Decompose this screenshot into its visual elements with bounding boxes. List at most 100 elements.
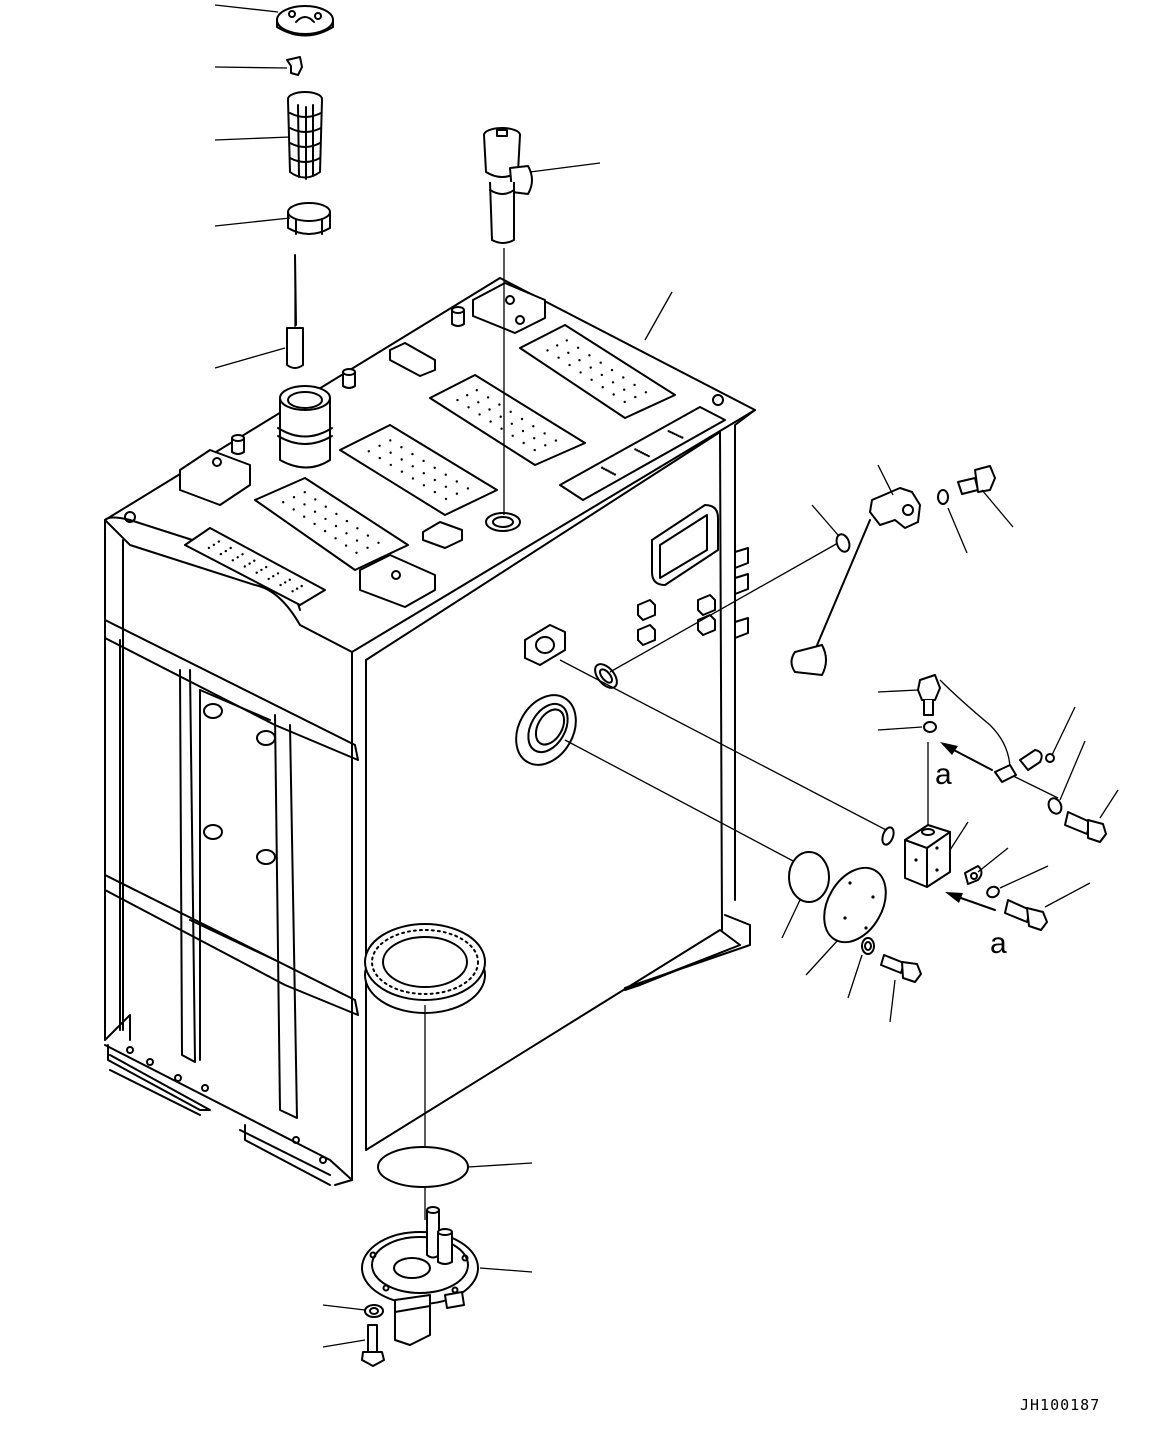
callout-leader-line xyxy=(214,217,291,227)
perforation-dot xyxy=(303,491,306,494)
perforation-dot xyxy=(509,410,512,413)
perforation-dot xyxy=(546,349,549,352)
perforation-dot xyxy=(292,496,296,499)
perforation-dot xyxy=(282,501,285,504)
side-oring-large xyxy=(788,851,830,903)
temperature-sensor xyxy=(917,674,1011,776)
callout-leader-line xyxy=(977,847,1009,873)
perforation-dot xyxy=(532,425,535,428)
perforation-dot xyxy=(488,408,491,411)
perforation-dot xyxy=(511,434,514,437)
cover-washer xyxy=(861,937,875,955)
perforation-dot xyxy=(366,546,369,549)
callout-leader-line xyxy=(781,899,801,939)
suction-flange-assembly xyxy=(361,1206,479,1346)
perforation-dot xyxy=(314,498,317,501)
bolt-lower-right xyxy=(1004,899,1048,931)
perforation-dot xyxy=(291,590,294,593)
perforation-dot xyxy=(433,490,437,494)
perforation-dot xyxy=(231,559,234,562)
perforation-dot xyxy=(669,430,672,434)
perforation-dot xyxy=(389,439,392,442)
perforation-dot xyxy=(639,451,643,454)
perforation-dot xyxy=(455,492,459,495)
perforation-dot xyxy=(641,452,645,455)
cap-clip xyxy=(286,56,303,76)
perforation-dot xyxy=(324,505,327,508)
callout-leader-line xyxy=(889,979,896,1023)
perforation-dot xyxy=(611,381,615,384)
perforation-dot xyxy=(335,512,338,516)
perforation-dot xyxy=(498,403,501,406)
perforation-dot xyxy=(378,456,381,460)
perforation-dot xyxy=(334,537,337,540)
perforation-dot xyxy=(611,472,615,475)
perforation-dot xyxy=(272,575,275,578)
callout-leader-line xyxy=(877,689,919,693)
perforation-dot xyxy=(543,432,546,435)
perforation-dot xyxy=(633,383,636,387)
perforation-dot xyxy=(236,556,239,559)
bolt-upper-right xyxy=(1064,811,1107,843)
oring-small-side xyxy=(881,826,895,846)
perforation-dot xyxy=(265,565,268,569)
perforation-dot xyxy=(345,532,348,535)
perforation-dot xyxy=(467,406,470,409)
perforation-dot xyxy=(224,549,227,553)
arrow-a-upper xyxy=(940,742,993,771)
perforation-dot xyxy=(378,444,381,447)
perforation-dot xyxy=(600,466,604,469)
perforation-dot xyxy=(284,581,287,584)
side-gasket-small xyxy=(594,663,618,689)
callout-leader-line xyxy=(877,464,894,496)
perforation-dot xyxy=(522,441,525,445)
ground-terminal xyxy=(964,865,983,885)
perforation-dot xyxy=(602,467,606,470)
perforation-dot xyxy=(554,439,558,442)
perforation-dot xyxy=(411,477,415,480)
perforation-dot xyxy=(255,571,258,574)
perforation-dot xyxy=(212,543,216,546)
perforation-dot xyxy=(267,577,270,581)
perforation-dot xyxy=(568,363,571,367)
perforation-dot xyxy=(323,529,327,533)
perforation-dot xyxy=(243,565,246,568)
perforation-dot xyxy=(499,415,502,418)
perforation-dot xyxy=(647,454,650,458)
perforation-dot xyxy=(253,559,256,562)
perforation-dot xyxy=(400,446,403,449)
perforation-dot xyxy=(644,391,648,394)
perforation-dot xyxy=(533,437,536,440)
callout-leaders xyxy=(214,4,1119,1348)
perforation-dot xyxy=(466,487,470,490)
callout-leader-line xyxy=(947,507,968,554)
flange-bolt xyxy=(361,1324,385,1367)
perforation-dot xyxy=(634,448,637,451)
perforation-dot xyxy=(377,541,380,544)
strainer-ring xyxy=(287,202,331,235)
perforation-dot xyxy=(486,396,490,399)
perforation-dot xyxy=(303,515,306,518)
perforation-dot xyxy=(576,346,580,349)
perforation-dot xyxy=(606,469,609,472)
perforation-dot xyxy=(279,583,282,587)
perforation-dot xyxy=(422,459,425,463)
bottom-outlet-flange xyxy=(364,923,486,1014)
perforation-dot xyxy=(295,587,299,590)
callout-leader-line xyxy=(214,136,291,141)
perforation-dot xyxy=(422,472,425,475)
perforation-dot xyxy=(411,465,414,468)
perforation-dot xyxy=(345,519,349,523)
top-cover-blocks xyxy=(179,282,546,608)
callout-leader-line xyxy=(877,726,923,731)
perforation-dot xyxy=(521,429,525,433)
perforation-dot xyxy=(313,522,316,526)
top-studs xyxy=(231,306,465,455)
perforation-dot xyxy=(400,470,404,473)
perforation-dot xyxy=(578,359,581,362)
callout-leader-line xyxy=(214,66,288,69)
perforation-dot xyxy=(610,471,613,474)
perforation-dot xyxy=(579,371,582,374)
strainer-basket xyxy=(287,91,323,180)
